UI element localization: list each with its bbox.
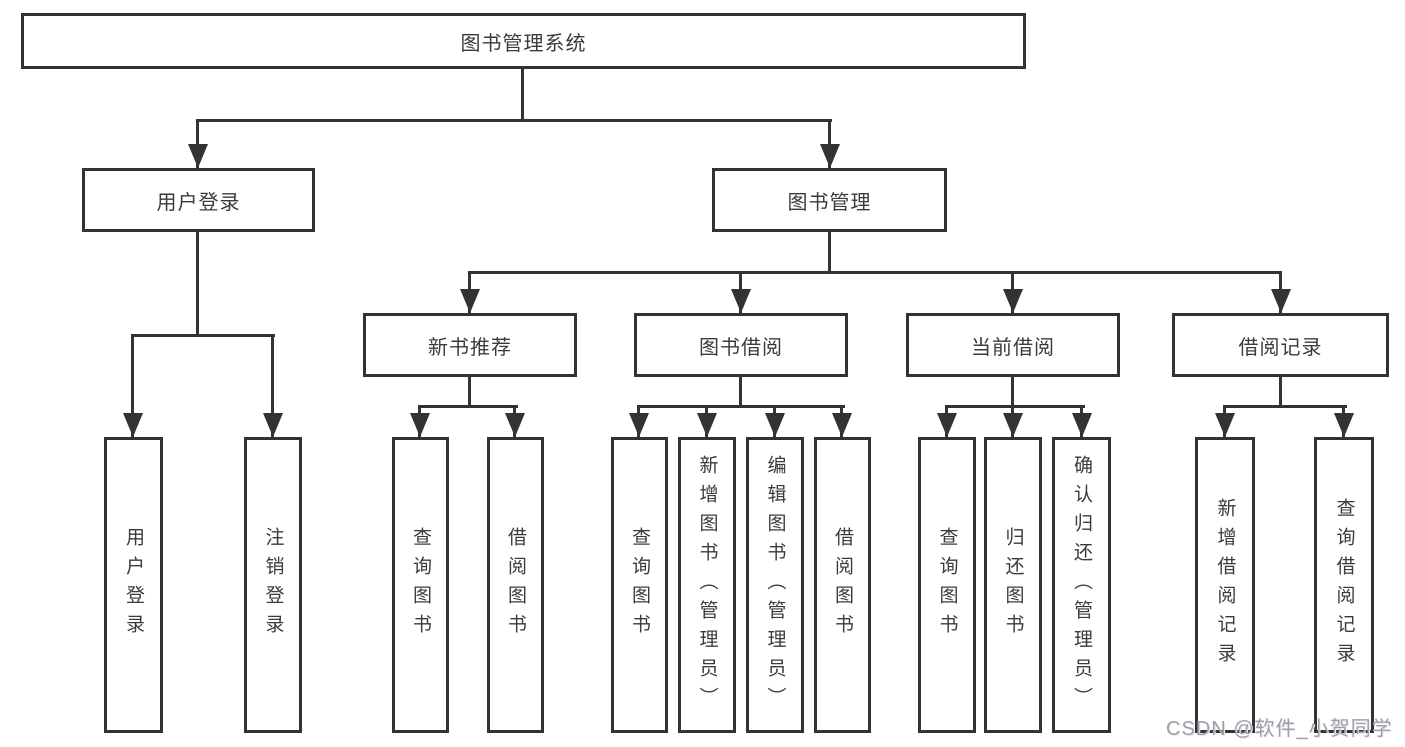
leaf-query-books-current: 查询图书 [918, 437, 976, 733]
arrowhead-e2 [1334, 413, 1354, 437]
arrowhead-book-borrowing [731, 289, 751, 313]
arrowhead-d3 [1072, 413, 1092, 437]
node-user-login: 用户登录 [82, 168, 315, 232]
connector-book-borrowing-stem [739, 377, 742, 407]
leaf-confirm-return-admin: 确认归还（管理员） [1052, 437, 1111, 733]
arrowhead-c2 [697, 413, 717, 437]
node-current-borrowing: 当前借阅 [906, 313, 1120, 377]
leaf-user-login: 用户登录 [104, 437, 163, 733]
leaf-logout: 注销登录 [244, 437, 302, 733]
connector-new-books-stem [468, 377, 471, 407]
arrowhead-d1 [937, 413, 957, 437]
arrowhead-c1 [629, 413, 649, 437]
node-borrowing-records: 借阅记录 [1172, 313, 1389, 377]
connector-book-mgmt-stem [828, 230, 831, 274]
leaf-borrow-books-recommend: 借阅图书 [487, 437, 544, 733]
connector-drop-leaf-login [131, 334, 134, 438]
connector-borrowing-records-stem [1279, 377, 1282, 407]
connector-borrowing-records-split [1223, 405, 1347, 408]
arrowhead-leaf-login [123, 413, 143, 437]
arrowhead-c4 [832, 413, 852, 437]
connector-drop-leaf-logout [271, 334, 274, 438]
connector-user-login-stem [196, 230, 199, 336]
node-root-library-system: 图书管理系统 [21, 13, 1026, 69]
leaf-borrow-books: 借阅图书 [814, 437, 871, 733]
arrowhead-new-books [460, 289, 480, 313]
leaf-add-books-admin: 新增图书（管理员） [678, 437, 736, 733]
leaf-query-borrow-record: 查询借阅记录 [1314, 437, 1374, 733]
leaf-query-books-recommend: 查询图书 [392, 437, 449, 733]
node-book-management: 图书管理 [712, 168, 947, 232]
connector-book-borrowing-split [637, 405, 845, 408]
connector-user-login-split [131, 334, 275, 337]
arrowhead-c3 [765, 413, 785, 437]
connector-new-books-split [418, 405, 518, 408]
leaf-edit-books-admin: 编辑图书（管理员） [746, 437, 804, 733]
connector-root-split [196, 119, 832, 122]
leaf-add-borrow-record: 新增借阅记录 [1195, 437, 1255, 733]
csdn-watermark: CSDN @软件_小贺同学 [1166, 718, 1393, 740]
arrowhead-book-mgmt [820, 144, 840, 168]
arrowhead-current-borrowing [1003, 289, 1023, 313]
connector-current-borrowing-stem [1011, 377, 1014, 407]
leaf-query-books-borrowing: 查询图书 [611, 437, 668, 733]
arrowhead-leaf-logout [263, 413, 283, 437]
node-new-book-recommend: 新书推荐 [363, 313, 577, 377]
arrowhead-borrowing-records [1271, 289, 1291, 313]
arrowhead-user-login [188, 144, 208, 168]
connector-book-mgmt-split [468, 271, 1281, 274]
arrowhead-d2 [1003, 413, 1023, 437]
arrowhead-e1 [1215, 413, 1235, 437]
node-book-borrowing: 图书借阅 [634, 313, 848, 377]
arrowhead-b2 [505, 413, 525, 437]
connector-root-stem [521, 68, 524, 121]
leaf-return-books: 归还图书 [984, 437, 1042, 733]
connector-current-borrowing-split [945, 405, 1085, 408]
arrowhead-b1 [410, 413, 430, 437]
